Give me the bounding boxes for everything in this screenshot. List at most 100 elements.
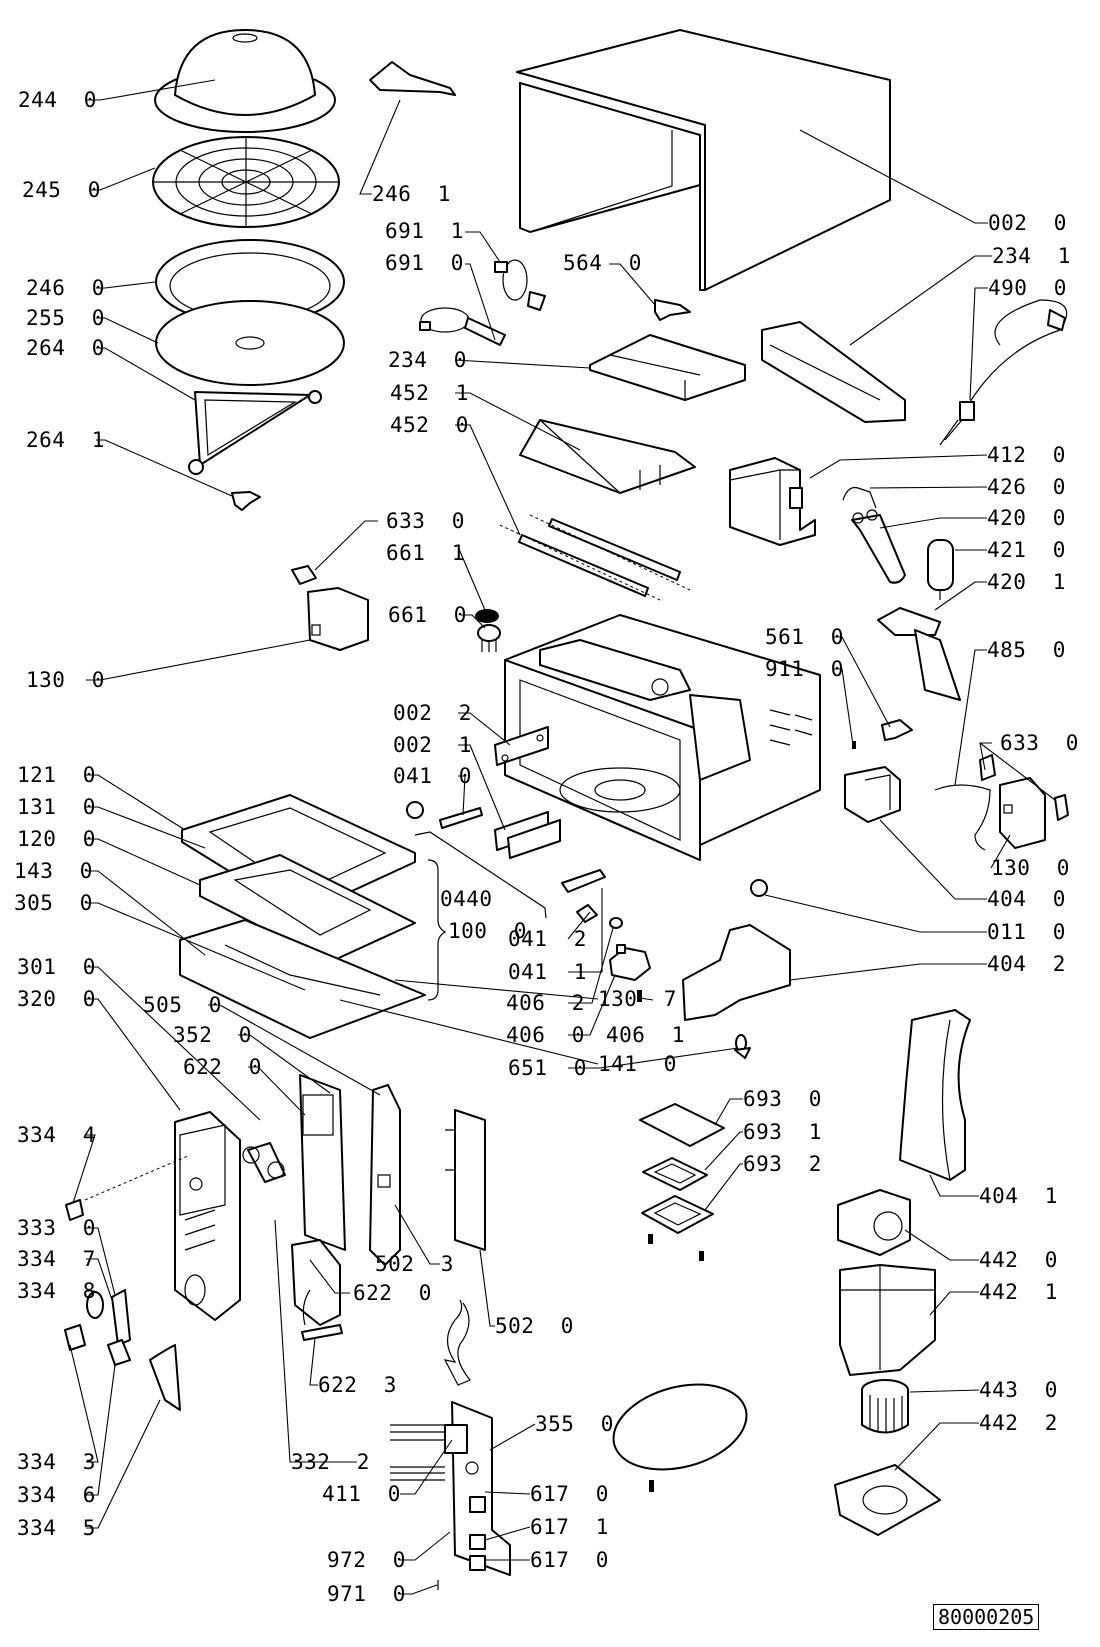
callout-label: 404 0: [987, 887, 1066, 911]
part-microswitch-right: [1054, 794, 1069, 821]
callout-label: 264 0: [26, 336, 105, 360]
callout-label: 622 3: [318, 1373, 397, 1397]
callout-label: 691 1: [385, 219, 464, 243]
callout-label: 041 1: [508, 960, 587, 984]
callout-label: 443 0: [979, 1378, 1058, 1402]
callout-label: 334 8: [17, 1279, 96, 1303]
callout-label: 564 0: [563, 251, 642, 275]
part-air-duct: [682, 924, 791, 1021]
callout-label: 244 0: [18, 88, 97, 112]
part-outer-casing: [516, 29, 891, 291]
part-fan-transformer: [844, 766, 901, 823]
callout-label: 505 0: [143, 993, 222, 1017]
part-knob: [65, 1199, 84, 1221]
part-fan-wheel: [861, 1379, 909, 1434]
callout-label: 002 0: [988, 211, 1067, 235]
callout-label: 334 3: [17, 1450, 96, 1474]
callout-label: 120 0: [17, 827, 96, 851]
part-main-pcb: [390, 1401, 511, 1576]
callout-label: 002 2: [393, 701, 472, 725]
callout-label: 693 1: [743, 1120, 822, 1144]
part-stirrer-board: [639, 1103, 725, 1147]
part-panel-front: [242, 1142, 286, 1183]
reference-code-box: 80000205: [933, 1604, 1040, 1630]
part-hinge-bracket: [561, 869, 606, 893]
part-microswitch-right-2: [979, 754, 996, 781]
part-roller-ring: [188, 390, 322, 475]
part-foot: [750, 879, 768, 897]
callout-label: 131 0: [17, 795, 96, 819]
callout-label: 334 7: [17, 1247, 96, 1271]
part-capacitor: [927, 539, 954, 600]
part-stirrer-screw-2: [699, 1251, 704, 1261]
part-stirrer-frame: [641, 1195, 714, 1234]
part-control-panel: [174, 1111, 241, 1321]
callout-label: 633 0: [1000, 731, 1079, 755]
part-thermostat: [881, 719, 913, 741]
callout-label: 651 0: [508, 1056, 587, 1080]
part-motor-coupler: [609, 917, 623, 929]
part-connector: [301, 1324, 343, 1341]
knob-dotted-guide: [84, 1154, 191, 1201]
callout-label: 305 0: [14, 891, 93, 915]
callout-label: 130 0: [991, 856, 1070, 880]
callout-label: 502 0: [495, 1314, 574, 1338]
callout-label: 404 2: [987, 952, 1066, 976]
part-rubber-cap: [475, 609, 499, 623]
part-knob-assembly: [64, 1289, 181, 1411]
callout-label: 333 0: [17, 1216, 96, 1240]
callout-label: 617 0: [530, 1548, 609, 1572]
part-capacitor-bracket: [877, 607, 961, 701]
callout-label: 301 0: [17, 955, 96, 979]
callout-label: 041 0: [393, 764, 472, 788]
callout-label: 661 1: [386, 541, 465, 565]
callout-label: 011 0: [987, 920, 1066, 944]
part-power-board: [445, 1109, 486, 1251]
part-dish-handle: [369, 61, 456, 96]
callout-label: 661 0: [388, 603, 467, 627]
callout-label: 143 0: [14, 859, 93, 883]
callout-label: 911 0: [765, 657, 844, 681]
callout-label: 255 0: [26, 306, 105, 330]
callout-label: 121 0: [17, 763, 96, 787]
callout-label: 0440: [440, 887, 493, 911]
callout-label: 334 4: [17, 1123, 96, 1147]
callout-label: 490 0: [988, 276, 1067, 300]
part-stirrer-screw: [648, 1234, 653, 1244]
callout-label: 693 0: [743, 1087, 822, 1111]
part-hinge: [406, 801, 483, 829]
part-wire: [934, 784, 991, 851]
part-hv-capacitor: [851, 509, 906, 584]
callout-label: 693 2: [743, 1152, 822, 1176]
callout-label: 406 0: [506, 1023, 585, 1047]
callout-label: 420 0: [987, 506, 1066, 530]
part-grill-rack: [152, 136, 340, 228]
part-door-rod: [414, 831, 547, 919]
callout-label: 334 6: [17, 1483, 96, 1507]
part-top-channel: [589, 334, 746, 401]
part-motor-screw: [637, 990, 642, 1002]
callout-label: 617 0: [530, 1482, 609, 1506]
part-sensor-cable: [419, 307, 506, 346]
callout-label: 442 0: [979, 1248, 1058, 1272]
callout-label: 972 0: [327, 1548, 406, 1572]
callout-label: 421 0: [987, 538, 1066, 562]
callout-label: 264 1: [26, 428, 105, 452]
part-fan-base: [834, 1464, 941, 1536]
callout-label: 971 0: [327, 1582, 406, 1606]
part-switch-holder-left: [307, 587, 369, 651]
part-fan-housing: [839, 1264, 936, 1376]
part-lamp: [734, 1034, 751, 1059]
callout-label: 442 1: [979, 1280, 1058, 1304]
callout-label: 420 1: [987, 570, 1066, 594]
callout-label: 141 0: [598, 1052, 677, 1076]
callout-label: 452 1: [390, 381, 469, 405]
part-keypad-board: [369, 1084, 401, 1266]
part-duct-channel: [899, 1009, 971, 1181]
part-coupler: [231, 491, 261, 511]
callout-label: 352 0: [173, 1023, 252, 1047]
part-side-channel: [761, 321, 906, 423]
part-thermal-sensor: [494, 259, 546, 311]
arrow-symbol: [443, 1299, 471, 1386]
part-switch-holder-right: [999, 777, 1046, 849]
